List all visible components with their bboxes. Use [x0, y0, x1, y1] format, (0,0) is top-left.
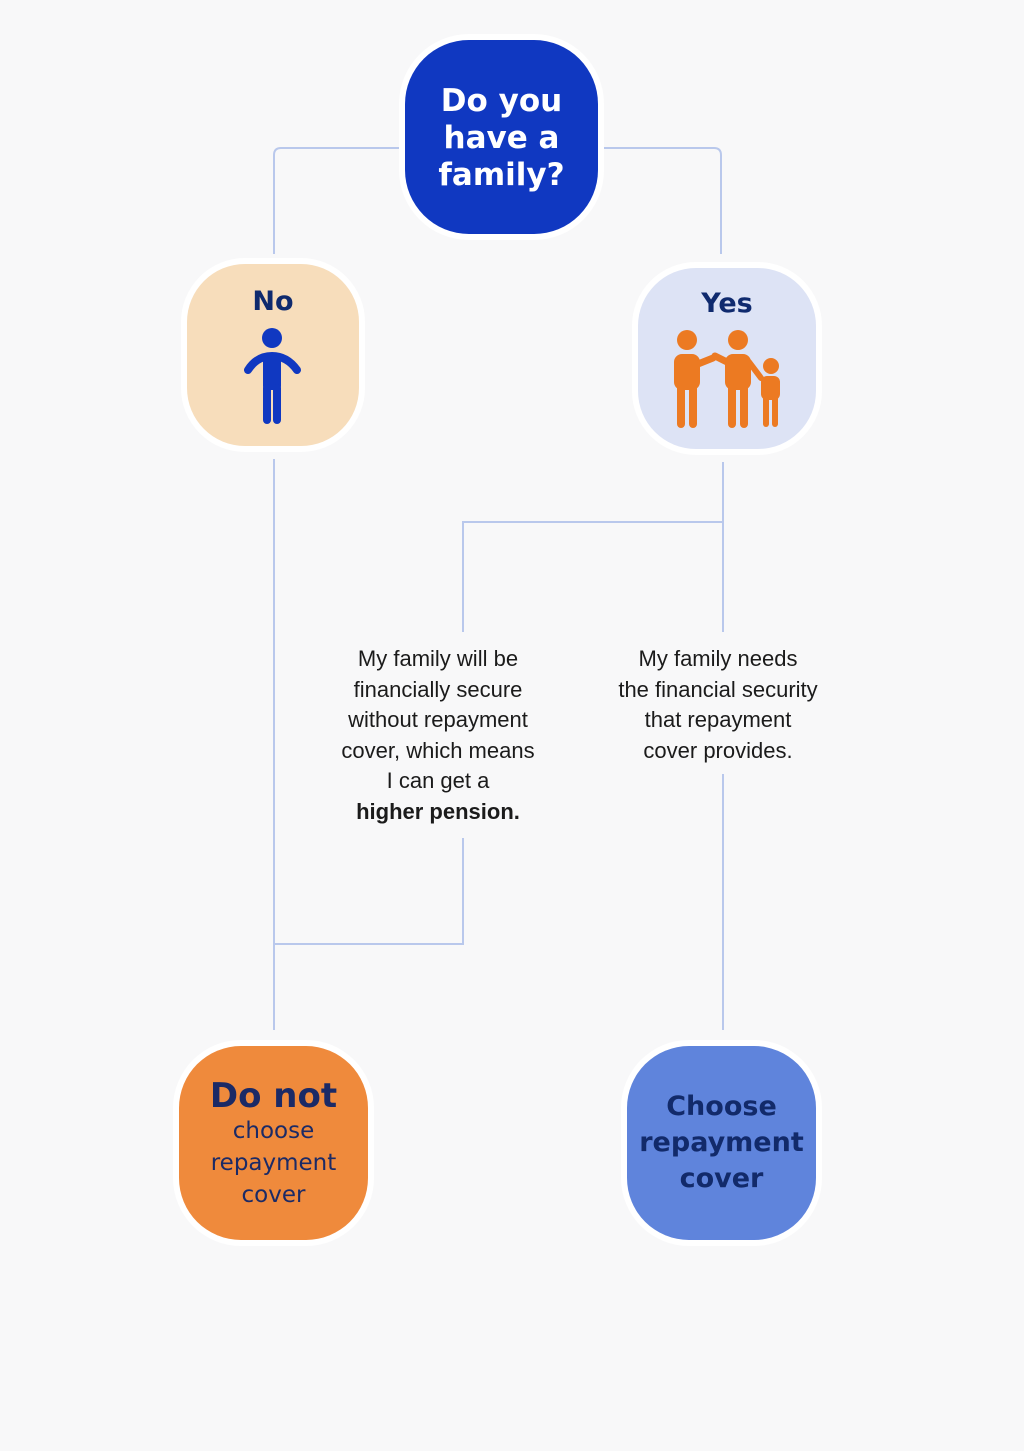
- question-line-2: have a: [443, 119, 560, 156]
- outcome-choose-line-2: repayment: [639, 1127, 804, 1158]
- question-node: Do you have a family?: [405, 40, 598, 234]
- reason-left-emphasis: higher pension.: [356, 798, 520, 824]
- connector-question-to-no: [273, 147, 400, 254]
- person-icon: [244, 328, 301, 424]
- outcome-do-not-choose-node: Do not choose repayment cover: [179, 1046, 368, 1240]
- reason-left-line-5: I can get a: [386, 768, 490, 793]
- answer-yes-label: Yes: [701, 288, 753, 319]
- outcome-do-not-line-2: repayment: [210, 1150, 337, 1176]
- outcome-do-not-title: Do not: [209, 1076, 338, 1116]
- outcome-choose-line-1: Choose: [666, 1091, 777, 1122]
- question-line-1: Do you: [440, 82, 563, 119]
- outcome-do-not-line-1: choose: [232, 1118, 315, 1144]
- reason-left-line-1: My family will be: [357, 646, 519, 671]
- reason-right-line-3: that repayment: [644, 707, 792, 732]
- answer-no-label: No: [252, 286, 294, 317]
- question-line-3: family?: [438, 156, 565, 193]
- reason-left-line-2: financially secure: [353, 676, 523, 702]
- answer-yes-node: Yes: [638, 268, 816, 449]
- outcome-choose-node: Choose repayment cover: [627, 1046, 816, 1240]
- family-icon: [674, 330, 780, 428]
- outcome-choose-line-3: cover: [679, 1163, 764, 1194]
- connector-left-reason-to-no: [274, 838, 464, 945]
- reason-choose-cover: My family needs the financial security t…: [598, 644, 838, 766]
- outcome-do-not-line-3: cover: [241, 1182, 306, 1208]
- reason-left-line-3: without repayment: [348, 707, 528, 732]
- reason-right-line-1: My family needs: [638, 646, 798, 671]
- reason-no-cover: My family will be financially secure wit…: [318, 644, 558, 827]
- reason-right-line-2: the financial security: [618, 676, 818, 702]
- reason-right-line-4: cover provides.: [643, 737, 793, 763]
- connector-yes-branch-top: [462, 521, 723, 632]
- connector-question-to-yes: [603, 147, 722, 254]
- answer-no-node: No: [187, 264, 359, 446]
- reason-left-line-4: cover, which means: [341, 737, 535, 763]
